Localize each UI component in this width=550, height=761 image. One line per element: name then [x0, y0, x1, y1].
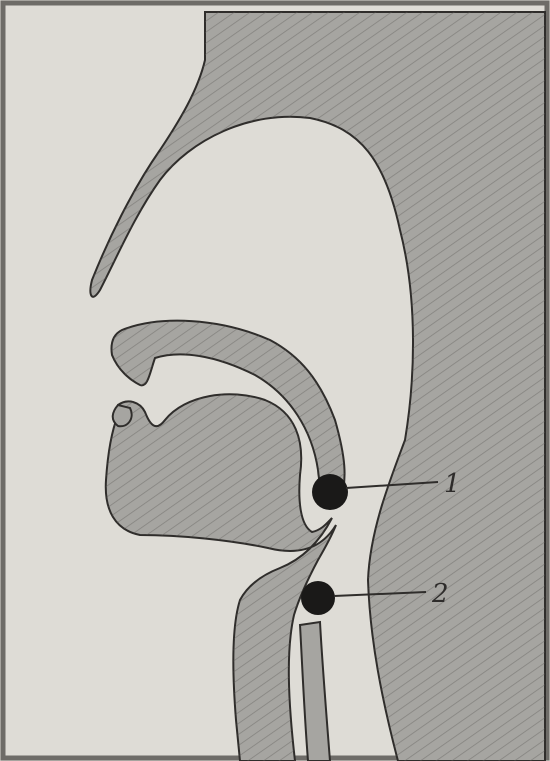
constriction-point-1 [312, 474, 348, 510]
constriction-point-2 [301, 581, 335, 615]
label-2: 2 [431, 579, 449, 609]
lower-lip [113, 405, 132, 426]
label-1: 1 [444, 469, 461, 499]
trachea [300, 622, 330, 761]
